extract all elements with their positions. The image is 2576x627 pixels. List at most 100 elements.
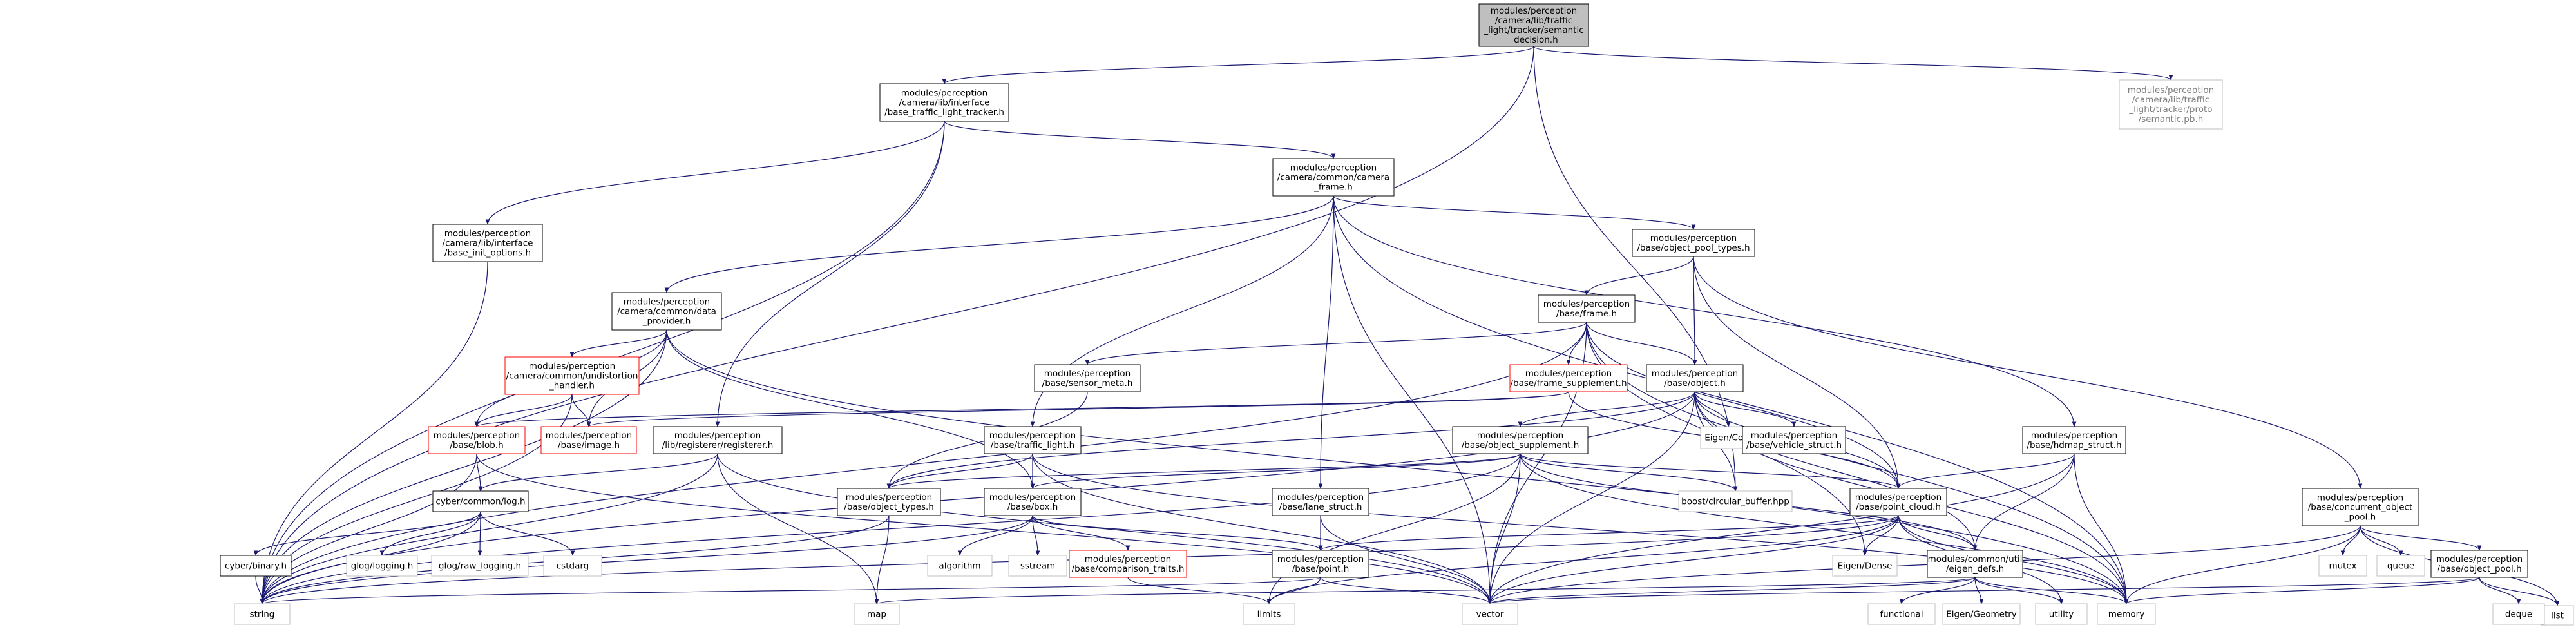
node-box-string xyxy=(234,603,291,625)
node-root[interactable]: modules/perception/camera/lib/traffic_li… xyxy=(1478,3,1589,47)
edge-object_supplement-to-memory xyxy=(1520,453,2129,604)
node-blob[interactable]: modules/perception/base/blob.h xyxy=(428,426,526,454)
node-label-eigen_dense-0: Eigen/Dense xyxy=(1838,561,1893,572)
node-label-point-1: /base/point.h xyxy=(1292,564,1350,574)
edge-hdmap_struct-to-memory xyxy=(2074,453,2129,604)
edge-registerer-to-vector xyxy=(717,453,1493,604)
node-object_types[interactable]: modules/perception/base/object_types.h xyxy=(837,488,941,516)
node-binary[interactable]: cyber/binary.h xyxy=(220,555,292,577)
node-hdmap_struct[interactable]: modules/perception/base/hdmap_struct.h xyxy=(2022,426,2126,454)
edge-traffic_light-to-memory xyxy=(1032,453,2129,604)
node-mutex: mutex xyxy=(2318,555,2367,577)
node-object_pool[interactable]: modules/perception/base/object_pool.h xyxy=(2430,550,2528,578)
node-obj_pool_types[interactable]: modules/perception/base/object_pool_type… xyxy=(1632,229,1755,257)
node-camera_frame[interactable]: modules/perception/camera/common/camera_… xyxy=(1272,158,1395,197)
node-label-box-1: /base/box.h xyxy=(1007,502,1058,512)
node-label-object_supplement-1: /base/object_supplement.h xyxy=(1462,440,1579,450)
node-object_supplement[interactable]: modules/perception/base/object_supplemen… xyxy=(1452,426,1589,454)
node-box-image xyxy=(540,426,637,454)
edge-object_supplement-to-circular_buffer xyxy=(1520,453,1738,492)
edge-layer xyxy=(253,46,2560,606)
node-box-tracker_pb xyxy=(2119,79,2223,130)
node-vehicle_struct[interactable]: modules/perception/base/vehicle_struct.h xyxy=(1742,426,1846,454)
node-label-eigen_defs-1: /eigen_defs.h xyxy=(1946,564,2004,574)
node-base_frame[interactable]: modules/perception/base/frame.h xyxy=(1538,294,1636,323)
node-label-undistortion-0: modules/perception xyxy=(529,362,615,372)
node-box-mutex xyxy=(2318,555,2367,577)
edge-point_cloud-to-limits xyxy=(1266,515,1899,604)
edge-log-to-glog_raw xyxy=(477,511,482,556)
node-undistortion[interactable]: modules/perception/camera/common/undisto… xyxy=(504,356,640,395)
node-label-cstdarg-0: cstdarg xyxy=(557,561,589,572)
node-box-lane_struct xyxy=(1272,488,1369,516)
node-label-object_pool-0: modules/perception xyxy=(2436,554,2523,564)
node-label-object_types-1: /base/object_types.h xyxy=(844,502,934,512)
node-registerer[interactable]: modules/perception/lib/registerer/regist… xyxy=(653,426,783,454)
node-concurrent_pool[interactable]: modules/perception/base/concurrent_objec… xyxy=(2302,488,2419,526)
node-string: string xyxy=(234,603,291,625)
node-box[interactable]: modules/perception/base/box.h xyxy=(984,488,1082,516)
node-base_object[interactable]: modules/perception/base/object.h xyxy=(1646,364,1744,392)
node-box-root xyxy=(1478,3,1589,47)
node-point_cloud[interactable]: modules/perception/base/point_cloud.h xyxy=(1849,488,1947,516)
node-box-camera_frame xyxy=(1272,158,1395,197)
node-box-eigen_defs xyxy=(1927,550,2023,578)
edge-point_cloud-to-eigen_defs xyxy=(1898,515,1978,551)
node-traffic_light[interactable]: modules/perception/base/traffic_light.h xyxy=(984,426,1082,454)
node-image[interactable]: modules/perception/base/image.h xyxy=(540,426,637,454)
node-label-frame_supplement-0: modules/perception xyxy=(1525,369,1612,379)
node-eigen_defs[interactable]: modules/common/util/eigen_defs.h xyxy=(1927,550,2023,578)
node-label-hdmap_struct-1: /base/hdmap_struct.h xyxy=(2027,440,2121,450)
edge-box-to-comparison_traits xyxy=(1032,515,1131,551)
node-base_tlt[interactable]: modules/perception/camera/lib/interface/… xyxy=(879,83,1009,122)
edge-box-to-string xyxy=(260,515,1033,604)
edge-comparison_traits-to-limits xyxy=(1127,577,1272,604)
node-label-base_frame-1: /base/frame.h xyxy=(1556,309,1617,319)
node-data_provider[interactable]: modules/perception/camera/common/data_pr… xyxy=(611,292,722,331)
edge-box-to-sstream xyxy=(1032,515,1040,556)
edge-data_provider-to-undistortion xyxy=(569,329,667,358)
node-label-base_object-1: /base/object.h xyxy=(1664,378,1726,389)
node-sensor_meta[interactable]: modules/perception/base/sensor_meta.h xyxy=(1034,364,1141,392)
edge-concurrent_pool-to-object_pool xyxy=(2360,525,2482,551)
node-label-string-0: string xyxy=(250,610,275,620)
node-glog_logging: glog/logging.h xyxy=(346,555,418,577)
edge-base_object-to-eigen_defs xyxy=(1694,391,1978,551)
node-label-eigen_geometry-0: Eigen/Geometry xyxy=(1946,610,2017,620)
edge-data_provider-to-string xyxy=(260,329,667,604)
node-point[interactable]: modules/perception/base/point.h xyxy=(1272,550,1369,578)
node-base_init[interactable]: modules/perception/camera/lib/interface/… xyxy=(432,224,543,262)
edge-base_frame-to-string xyxy=(260,322,1587,604)
edge-object_supplement-to-vector xyxy=(1487,453,1521,604)
edge-obj_pool_types-to-point_cloud xyxy=(1693,256,1901,489)
node-sstream: sstream xyxy=(1008,555,1067,577)
node-eigen_dense: Eigen/Dense xyxy=(1832,555,1898,577)
edge-hdmap_struct-to-point_cloud xyxy=(1896,453,2075,489)
edge-object_types-to-map xyxy=(874,515,890,604)
node-label-root-1: /camera/lib/traffic xyxy=(1495,15,1572,26)
edge-object_supplement-to-object_types xyxy=(886,453,1521,489)
edge-concurrent_pool-to-memory xyxy=(2124,525,2361,604)
node-comparison_traits[interactable]: modules/perception/base/comparison_trait… xyxy=(1069,550,1187,578)
node-label-lane_struct-1: /base/lane_struct.h xyxy=(1279,502,1362,512)
node-label-frame_supplement-1: /base/frame_supplement.h xyxy=(1511,378,1627,389)
node-label-mutex-0: mutex xyxy=(2329,561,2356,572)
node-label-base_tlt-2: /base_traffic_light_tracker.h xyxy=(884,108,1004,118)
node-label-concurrent_pool-1: /base/concurrent_object xyxy=(2308,503,2413,513)
edge-object_supplement-to-point_cloud xyxy=(1520,453,1901,489)
node-lane_struct[interactable]: modules/perception/base/lane_struct.h xyxy=(1272,488,1369,516)
node-label-camera_frame-1: /camera/common/camera xyxy=(1277,173,1389,183)
node-deque: deque xyxy=(2492,603,2545,625)
node-label-concurrent_pool-2: _pool.h xyxy=(2344,512,2376,523)
node-log[interactable]: cyber/common/log.h xyxy=(432,490,529,512)
node-box-vector xyxy=(1462,603,1518,625)
node-box-utility xyxy=(2035,603,2088,625)
edge-root-to-base_tlt xyxy=(942,46,1534,84)
node-label-camera_frame-2: _frame.h xyxy=(1313,182,1353,193)
node-label-traffic_light-0: modules/perception xyxy=(989,430,1076,441)
edge-object_pool-to-memory xyxy=(2124,577,2480,604)
node-label-point_cloud-1: /base/point_cloud.h xyxy=(1856,502,1941,512)
node-frame_supplement[interactable]: modules/perception/base/frame_supplement… xyxy=(1509,364,1628,392)
node-box-list xyxy=(2541,605,2574,626)
node-label-undistortion-2: _handler.h xyxy=(549,381,595,391)
